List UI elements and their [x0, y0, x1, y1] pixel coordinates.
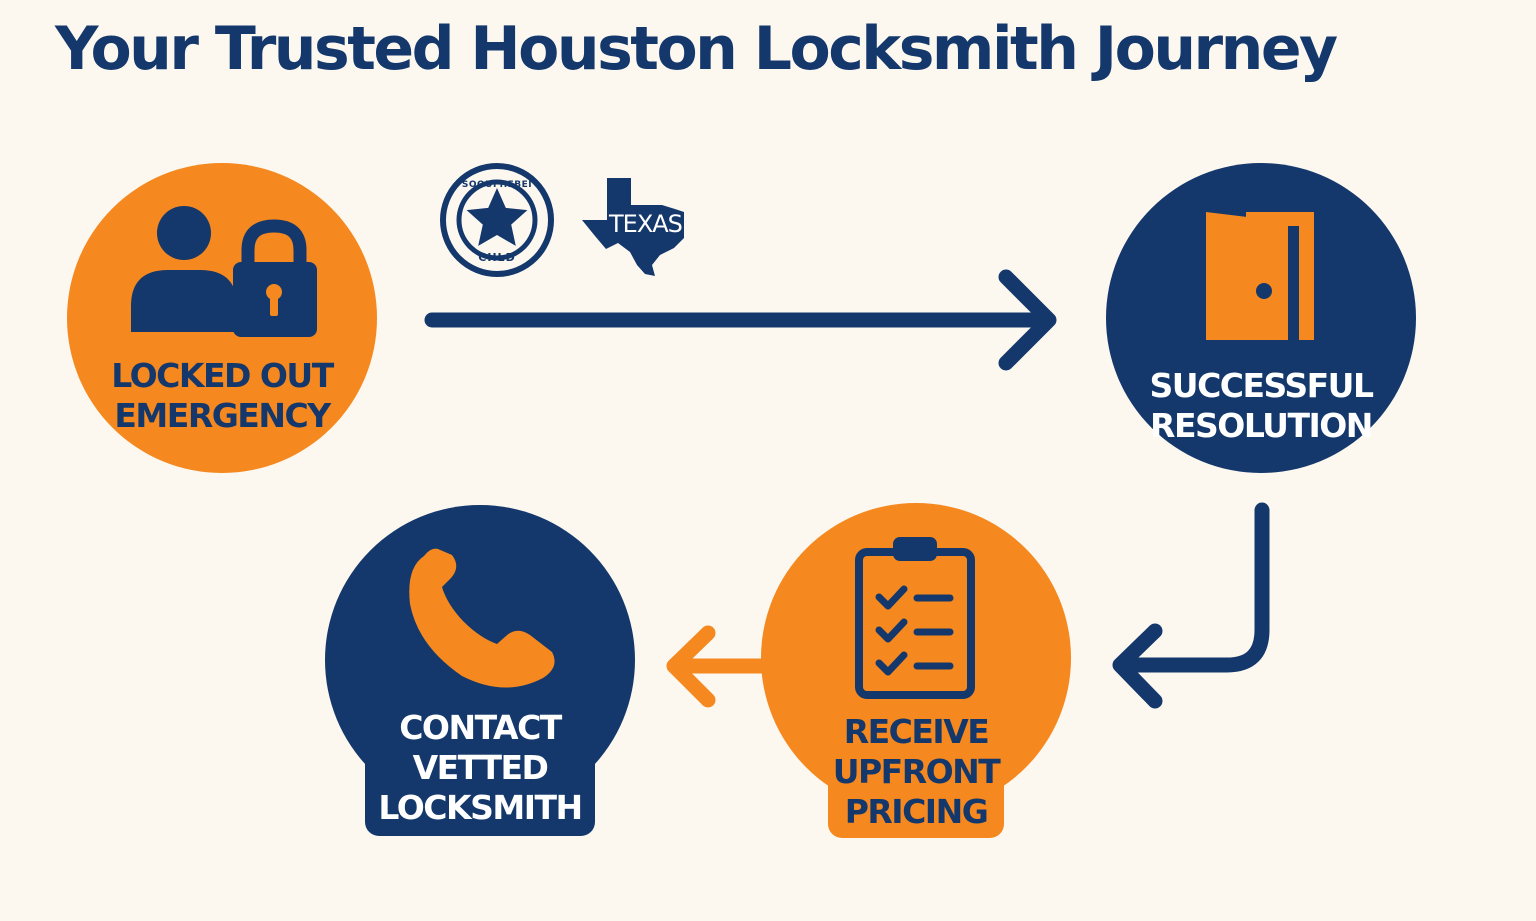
texas-state-icon	[582, 178, 684, 276]
step-label-line: SUCCESSFUL	[1149, 366, 1374, 405]
step-label-line: UPFRONT	[832, 752, 1001, 791]
arrow-to-contact	[666, 625, 776, 708]
clipboard-checklist-icon	[855, 537, 975, 699]
step-label-locked-out: LOCKED OUT EMERGENCY	[82, 356, 362, 436]
step-label-line: CONTACT	[399, 708, 562, 747]
step-label-contact: CONTACT VETTED LOCKSMITH	[350, 708, 610, 828]
step-label-line: VETTED	[412, 748, 549, 787]
step-label-line: EMERGENCY	[114, 396, 331, 435]
step-label-line: PRICING	[844, 792, 989, 831]
step-label-resolution: SUCCESSFUL RESOLUTION	[1121, 366, 1401, 446]
seal-bottom-text: CHLD	[478, 251, 516, 264]
label-tab-pricing	[828, 700, 1004, 838]
texas-label: TEXAS	[609, 210, 683, 238]
person-padlock-icon	[131, 206, 317, 337]
page-title: Your Trusted Houston Locksmith Journey	[55, 14, 1338, 84]
step-label-line: RECEIVE	[843, 712, 990, 751]
arrow-to-pricing	[1112, 502, 1270, 709]
open-door-icon	[1206, 212, 1314, 340]
step-label-line: RESOLUTION	[1150, 406, 1373, 445]
step-label-pricing: RECEIVE UPFRONT PRICING	[796, 712, 1036, 832]
step-label-line: LOCKSMITH	[378, 788, 583, 827]
star-icon	[466, 188, 528, 246]
step-label-line: LOCKED OUT	[111, 356, 334, 395]
seal-badge	[440, 163, 554, 277]
arrow-to-resolution	[424, 269, 1057, 371]
phone-icon	[409, 548, 555, 688]
label-tab-contact	[365, 693, 595, 836]
seal-top-text: SOOUFHEBEI	[461, 180, 533, 190]
